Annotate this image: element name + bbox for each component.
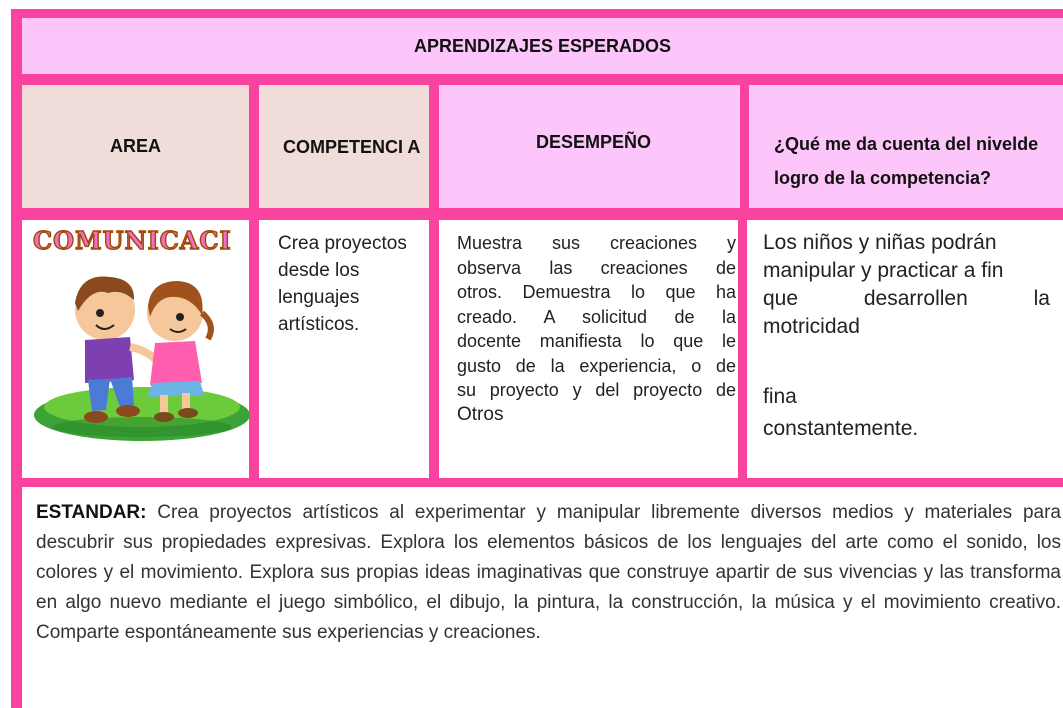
- border-col-1: [249, 85, 259, 478]
- logro-line: Los niños y niñas podrán: [763, 231, 997, 254]
- desempeno-line: su proyecto y del proyecto de: [457, 380, 736, 400]
- header-logro: ¿Qué me da cuenta del nivelde logro de l…: [749, 85, 1063, 208]
- border-top: [11, 9, 1063, 18]
- border-above-estandar: [11, 478, 1063, 487]
- header-area: AREA: [22, 85, 249, 208]
- desempeno-line: otros. Demuestra lo que ha: [457, 282, 736, 302]
- estandar-label: ESTANDAR:: [36, 502, 147, 523]
- header-competencia-text: COMPETENCI A: [283, 137, 421, 157]
- table-title: APRENDIZAJES ESPERADOS: [22, 18, 1063, 74]
- logro-line-text: que desarrollen la: [763, 287, 1050, 310]
- border-col-3a: [740, 85, 749, 208]
- header-competencia: COMPETENCI A: [259, 85, 429, 208]
- competencia-text: Crea proyectos desde los lenguajes artís…: [278, 233, 407, 335]
- logro-line: fina: [763, 385, 797, 408]
- border-under-headers: [11, 208, 1063, 220]
- table-title-text: APRENDIZAJES ESPERADOS: [413, 35, 672, 56]
- desempeno-line: observa las creaciones de: [457, 257, 736, 278]
- header-desempeno-text: DESEMPEÑO: [535, 132, 652, 152]
- border-under-title: [11, 74, 1063, 85]
- header-logro-text: ¿Qué me da cuenta del nivelde logro de l…: [774, 134, 1039, 188]
- estandar-paragraph: ESTANDAR: Crea proyectos artísticos al e…: [36, 498, 1061, 648]
- border-col-2: [429, 85, 439, 478]
- estandar-text: Crea proyectos artísticos al experimenta…: [36, 502, 1061, 643]
- desempeno-line: docente manifiesta lo que le: [457, 331, 736, 351]
- border-left: [11, 9, 22, 708]
- area-title: COMUNICACI: [33, 226, 232, 252]
- desempeno-text: Muestra sus creaciones y observa las cre…: [457, 231, 736, 427]
- logro-line: que desarrollen la: [763, 285, 1061, 313]
- logro-line: manipular y practicar a fin: [763, 259, 1004, 282]
- logro-line: motricidad: [763, 315, 860, 338]
- desempeno-line: creado. A solicitud de la: [457, 306, 736, 327]
- children-hugging-illustration: [34, 276, 250, 441]
- border-col-3b: [738, 220, 747, 478]
- logro-line: constantemente.: [763, 417, 919, 440]
- desempeno-line: gusto de la experiencia, o de: [457, 355, 736, 376]
- header-area-text: AREA: [109, 136, 161, 156]
- header-desempeno: DESEMPEÑO: [439, 85, 740, 208]
- logro-text: Los niños y niñas podrán manipular y pra…: [763, 229, 1061, 443]
- desempeno-line: Muestra sus creaciones y: [457, 233, 736, 253]
- desempeno-line: Otros: [457, 403, 504, 425]
